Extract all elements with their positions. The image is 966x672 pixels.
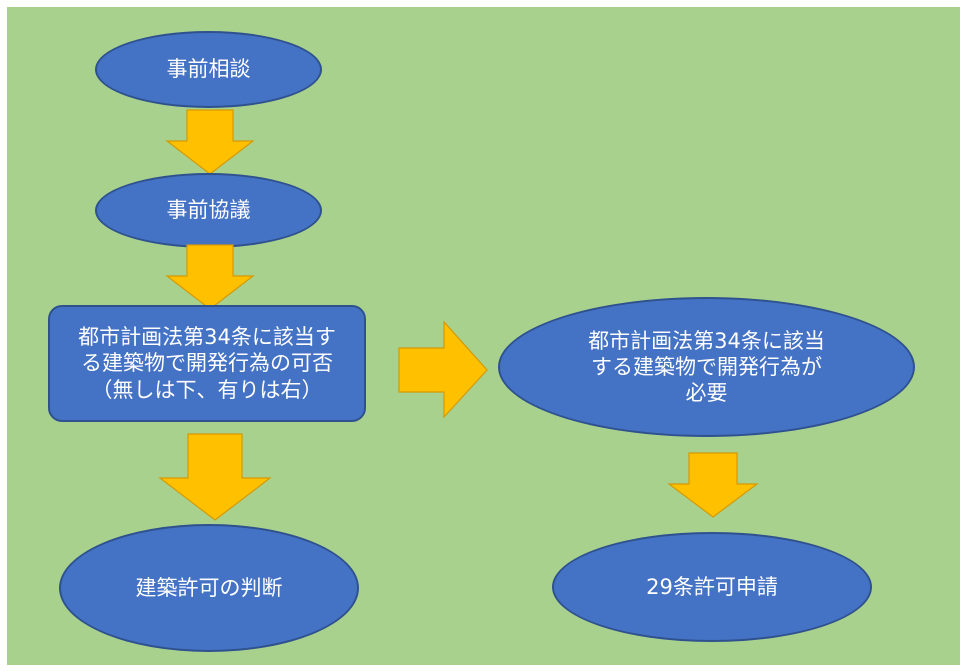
node-decision: 都市計画法第34条に該当す る建築物で開発行為の可否 （無しは下、有りは右） — [48, 305, 366, 422]
node-prior-deliberation-label: 事前協議 — [166, 198, 251, 223]
node-development-required-text: 都市計画法第34条に該当 する建築物で開発行為が 必要 — [588, 328, 825, 407]
node-decision-text: 都市計画法第34条に該当す る建築物で開発行為の可否 （無しは下、有りは右） — [78, 324, 336, 403]
arrow-down-1 — [165, 109, 255, 175]
node-article29-application-label: 29条許可申請 — [646, 574, 778, 599]
node-prior-consultation: 事前相談 — [95, 31, 322, 108]
node-building-permit-decision-label: 建築許可の判断 — [135, 575, 283, 600]
arrow-down-2 — [165, 244, 255, 310]
node-decision-line-2: る建築物で開発行為の可否 — [80, 351, 333, 376]
flowchart-canvas: 事前相談 事前協議 都市計画法第34条に該当す る建築物で開発行為の可否 （無し… — [7, 7, 960, 665]
node-development-required-line-2: する建築物で開発行為が — [590, 354, 822, 379]
node-prior-deliberation: 事前協議 — [95, 173, 322, 248]
node-prior-consultation-label: 事前相談 — [166, 57, 251, 82]
node-development-required-line-1: 都市計画法第34条に該当 — [588, 328, 825, 353]
node-article29-application: 29条許可申請 — [552, 532, 872, 642]
node-development-required: 都市計画法第34条に該当 する建築物で開発行為が 必要 — [498, 297, 915, 437]
arrow-right-1 — [398, 320, 488, 419]
node-building-permit-decision: 建築許可の判断 — [59, 524, 359, 652]
arrow-down-4 — [667, 452, 759, 518]
node-decision-line-1: 都市計画法第34条に該当す — [78, 325, 336, 350]
node-decision-line-3: （無しは下、有りは右） — [91, 377, 323, 402]
arrow-down-3 — [158, 433, 272, 521]
node-development-required-line-3: 必要 — [685, 381, 728, 406]
